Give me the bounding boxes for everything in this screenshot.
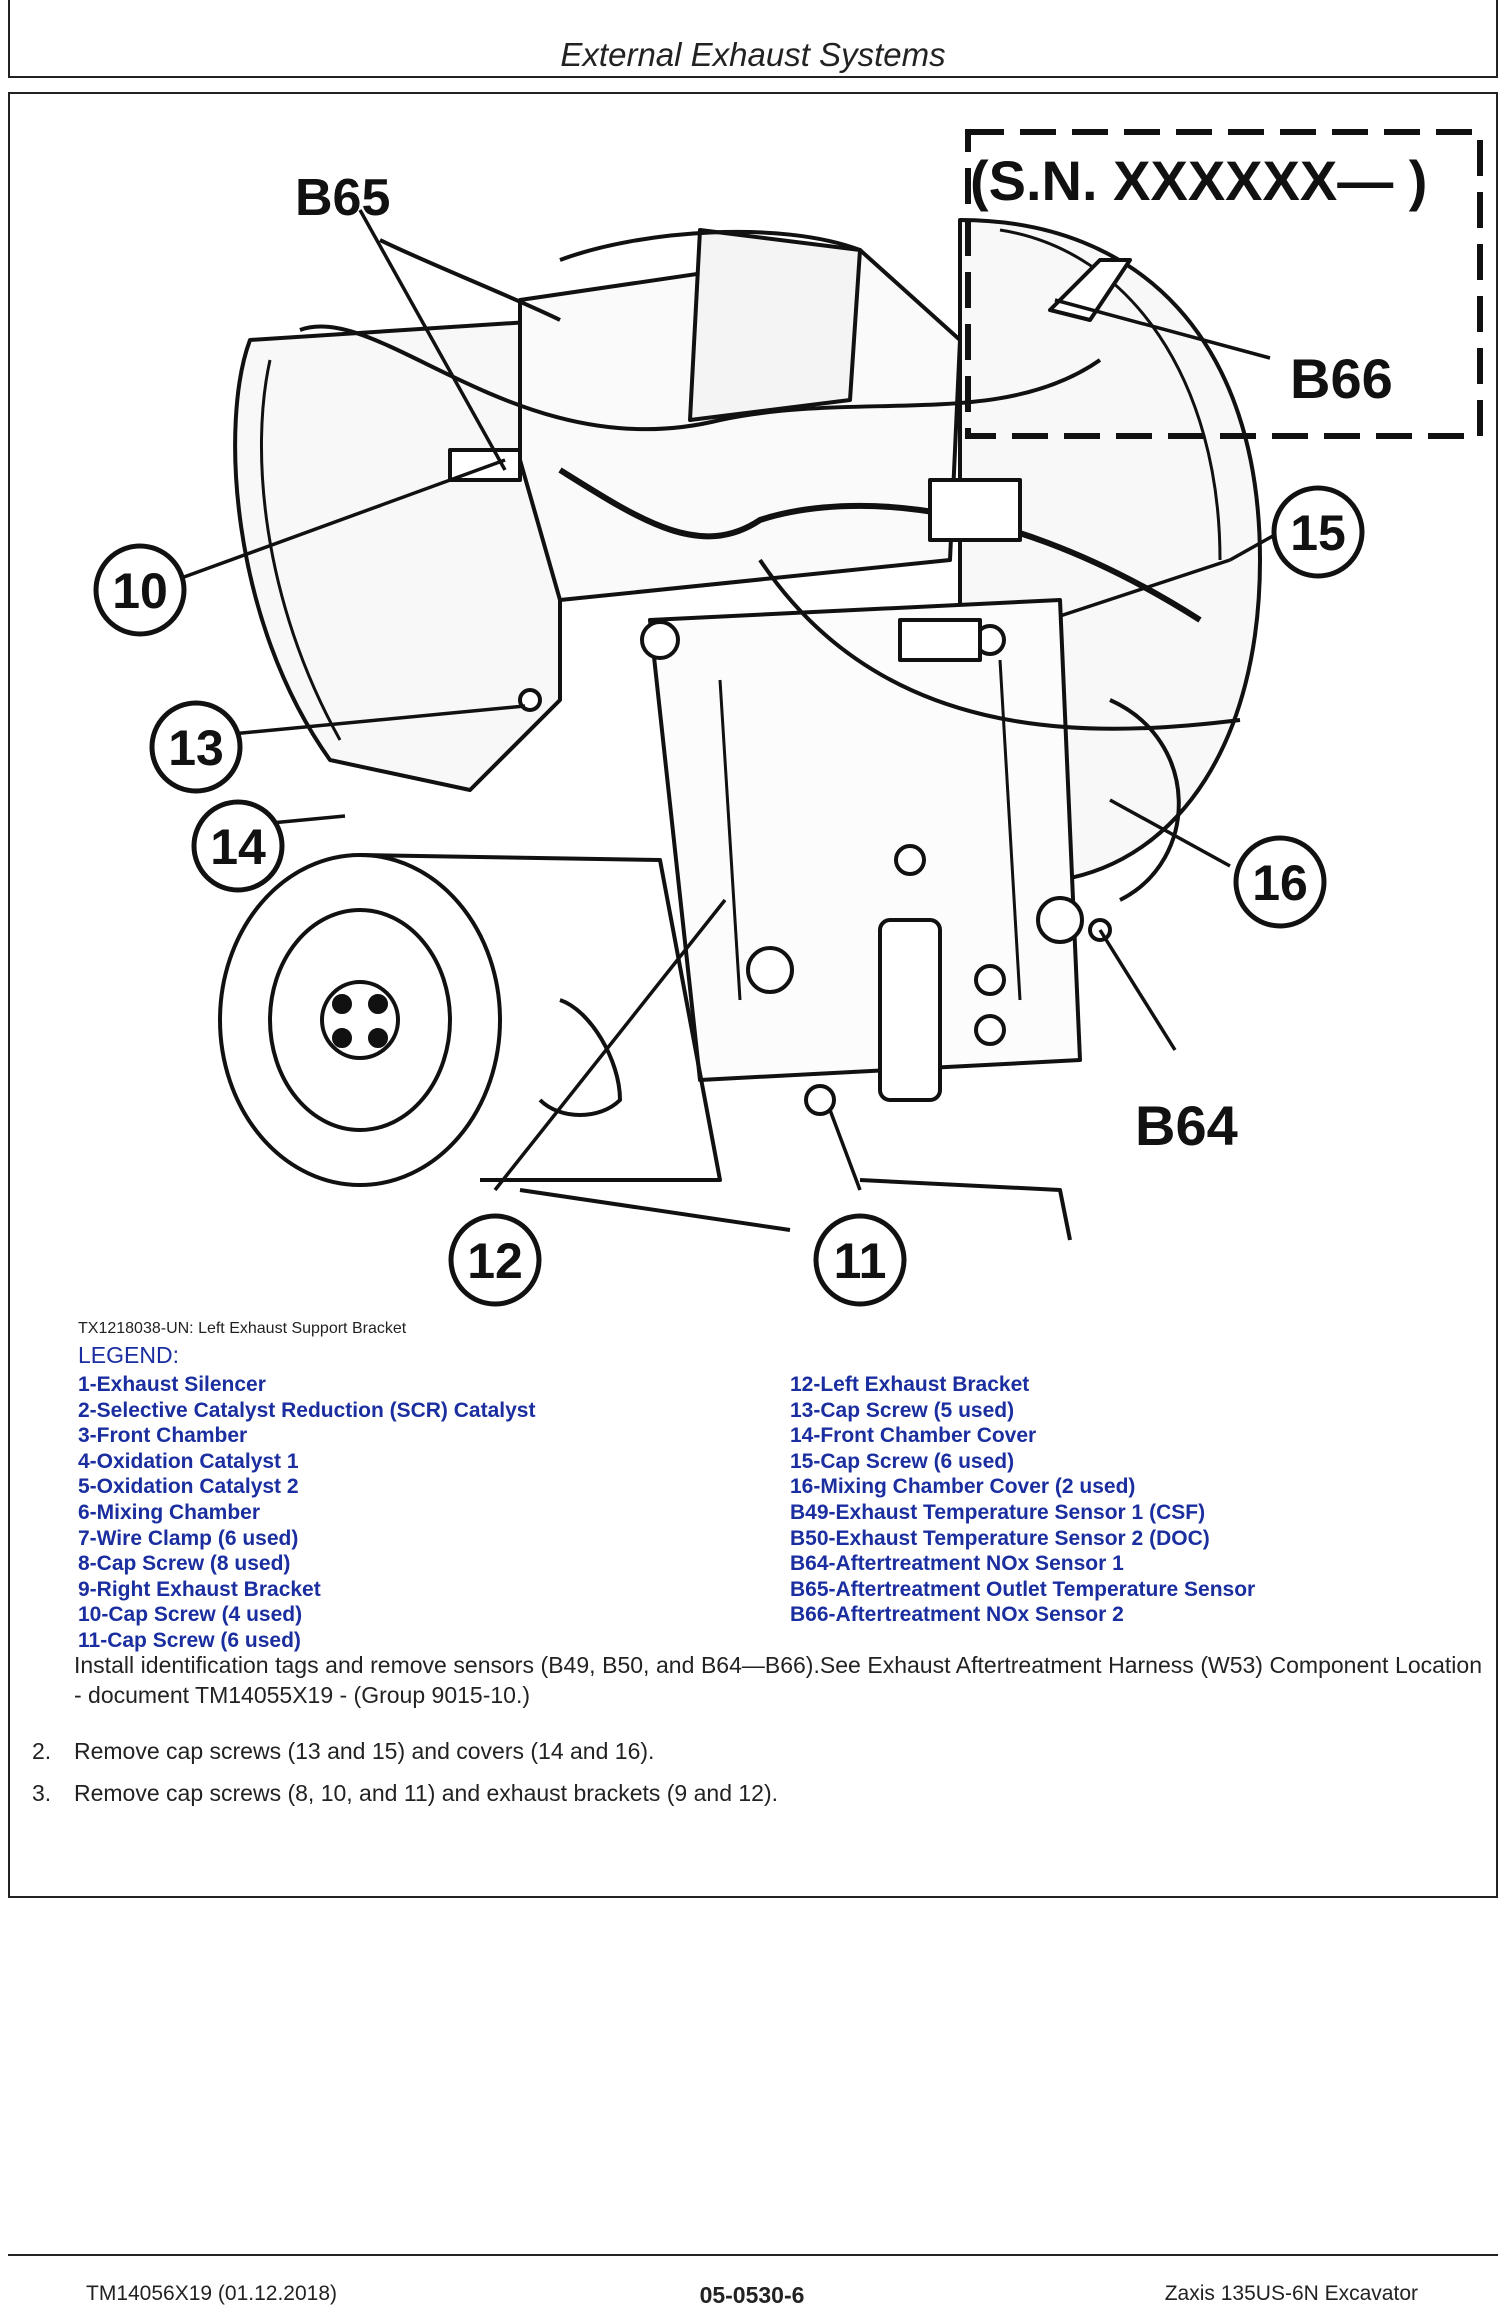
legend-item: 6-Mixing Chamber xyxy=(78,1500,261,1524)
exhaust-illustration: B65 (S.N. XXXXXX— ) B66 B64 10 15 13 14 … xyxy=(93,129,1483,1307)
callout-15: 15 xyxy=(1290,505,1346,561)
legend-right-column: 12-Left Exhaust Bracket 13-Cap Screw (5 … xyxy=(790,1372,1255,1628)
legend-item: 4-Oxidation Catalyst 1 xyxy=(78,1449,299,1473)
legend-item: B49-Exhaust Temperature Sensor 1 (CSF) xyxy=(790,1500,1206,1524)
legend-item: 3-Front Chamber xyxy=(78,1424,248,1448)
legend-item: B50-Exhaust Temperature Sensor 2 (DOC) xyxy=(790,1526,1210,1550)
callout-b66: B66 xyxy=(1290,347,1393,410)
footer-page-number: 05-0530-6 xyxy=(699,2282,805,2308)
legend-item: 13-Cap Screw (5 used) xyxy=(790,1398,1015,1422)
step-text: Remove cap screws (13 and 15) and covers… xyxy=(74,1738,655,1764)
legend-item: B65-Aftertreatment Outlet Temperature Se… xyxy=(790,1577,1256,1601)
instruction-step-2: 2. Remove cap screws (13 and 15) and cove… xyxy=(32,1738,654,1765)
legend-item: 8-Cap Screw (8 used) xyxy=(78,1552,291,1576)
callout-10: 10 xyxy=(112,563,168,619)
legend-item: B66-Aftertreatment NOx Sensor 2 xyxy=(790,1603,1124,1627)
step-number: 2. xyxy=(32,1738,52,1764)
instruction-step-1: Install identification tags and remove s… xyxy=(74,1652,1482,1708)
legend-item: 7-Wire Clamp (6 used) xyxy=(78,1526,299,1550)
instruction-step-3: 3. Remove cap screws (8, 10, and 11) and … xyxy=(32,1780,778,1807)
legend-item: 10-Cap Screw (4 used) xyxy=(78,1603,303,1627)
legend-item: 16-Mixing Chamber Cover (2 used) xyxy=(790,1475,1136,1499)
page-title: External Exhaust Systems xyxy=(560,36,946,73)
legend-item: 15-Cap Screw (6 used) xyxy=(790,1449,1015,1473)
footer-machine-model: Zaxis 135US-6N Excavator xyxy=(1164,2282,1418,2305)
legend-item: 9-Right Exhaust Bracket xyxy=(78,1577,321,1601)
callout-16: 16 xyxy=(1252,855,1308,911)
callout-b65: B65 xyxy=(295,169,390,227)
serial-number-box xyxy=(965,129,1483,439)
header-frame: External Exhaust Systems xyxy=(8,0,1498,78)
step-text: Remove cap screws (8, 10, and 11) and ex… xyxy=(74,1780,779,1806)
callout-b64: B64 xyxy=(1135,1094,1238,1157)
content-frame xyxy=(8,92,1498,1898)
footer-document-id: TM14056X19 (01.12.2018) xyxy=(86,2282,338,2305)
legend-title: LEGEND: xyxy=(78,1342,179,1368)
callout-14: 14 xyxy=(210,819,266,875)
figure-caption: TX1218038-UN: Left Exhaust Support Brack… xyxy=(78,1320,407,1337)
legend-left-column: 1-Exhaust Silencer 2-Selective Catalyst … xyxy=(78,1372,535,1654)
legend-item: 11-Cap Screw (6 used) xyxy=(78,1628,301,1652)
callout-serial-number: (S.N. XXXXXX— ) xyxy=(970,149,1427,212)
step-number: 3. xyxy=(32,1780,52,1806)
legend-item: 12-Left Exhaust Bracket xyxy=(790,1373,1030,1396)
legend-item: 2-Selective Catalyst Reduction (SCR) Cat… xyxy=(78,1398,536,1422)
legend-item: 5-Oxidation Catalyst 2 xyxy=(78,1475,299,1499)
legend-item: B64-Aftertreatment NOx Sensor 1 xyxy=(790,1552,1124,1576)
legend-item: 1-Exhaust Silencer xyxy=(78,1373,266,1396)
callout-11: 11 xyxy=(834,1233,887,1289)
callout-13: 13 xyxy=(168,720,224,776)
legend-item: 14-Front Chamber Cover xyxy=(790,1424,1037,1448)
callout-12: 12 xyxy=(467,1233,523,1289)
footer-rule xyxy=(8,2254,1498,2256)
